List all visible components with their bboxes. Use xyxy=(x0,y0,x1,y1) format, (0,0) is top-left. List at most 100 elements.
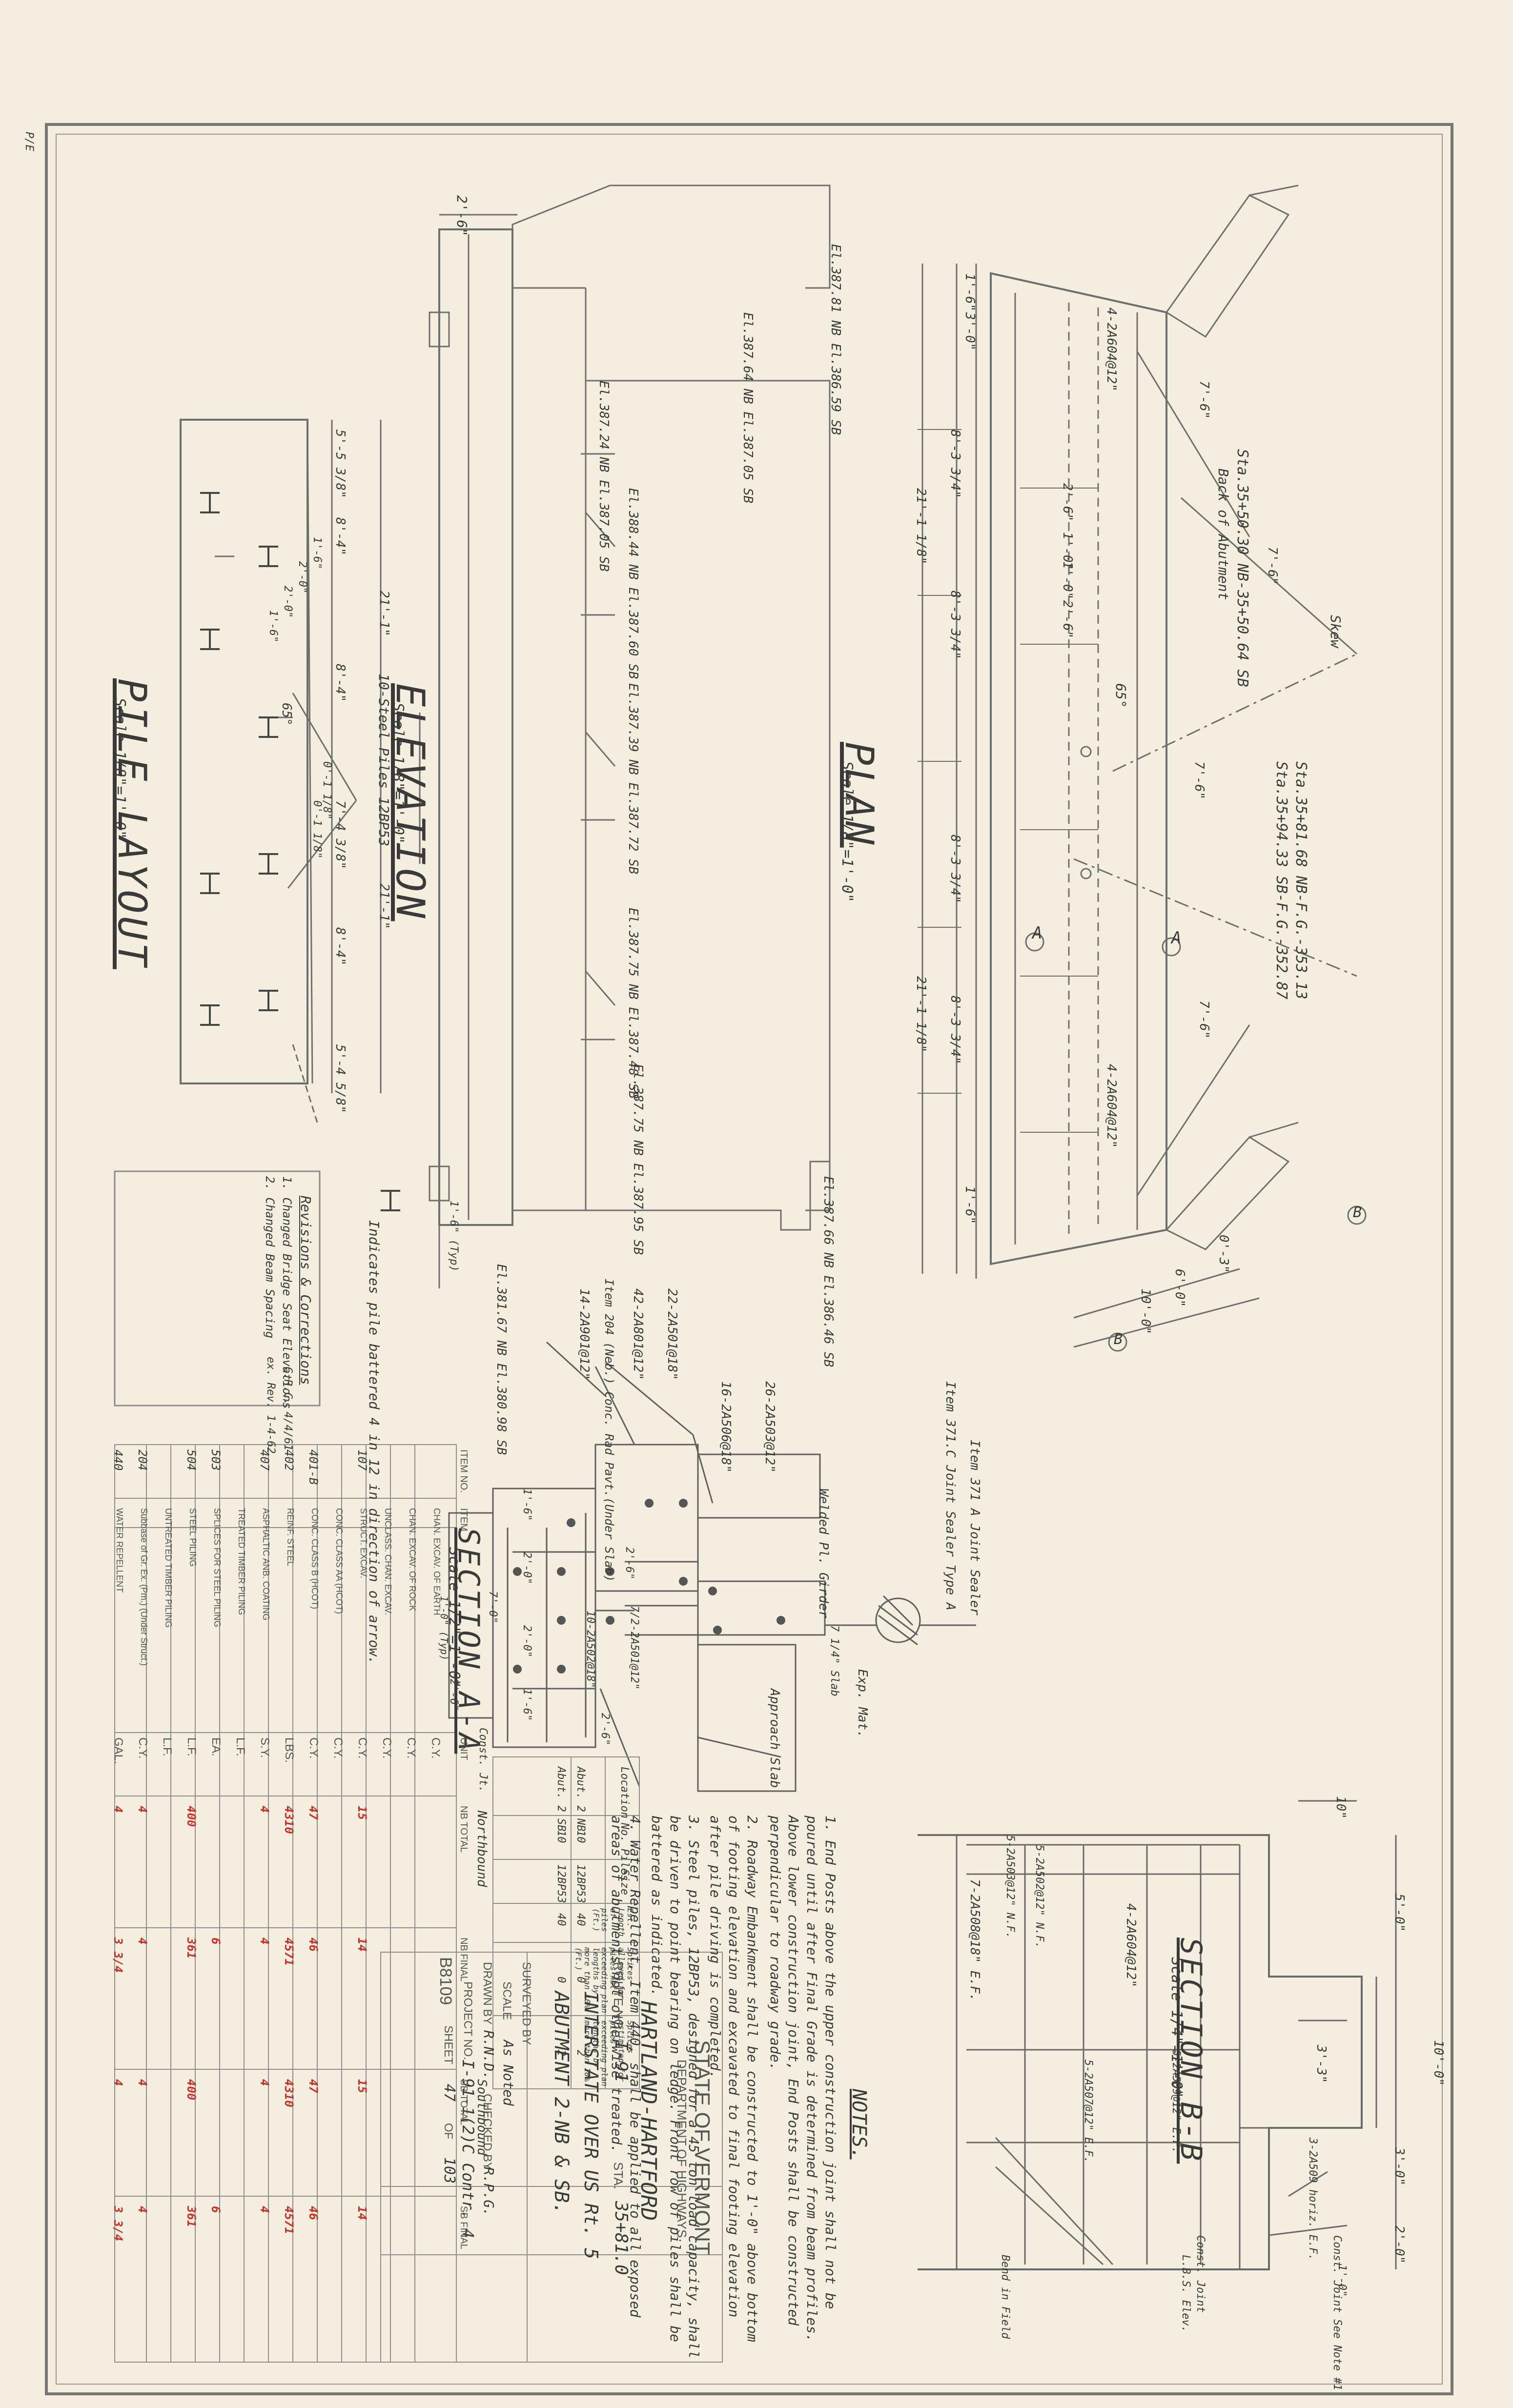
bb-dim: 1'-0" xyxy=(1336,2265,1348,2297)
qty-cell: 4 xyxy=(258,2206,271,2213)
qty-header: SB FINAL xyxy=(458,2206,469,2249)
tb-total-sheets: 103 xyxy=(441,2157,458,2184)
plan-bar-note: 4-2A604@12" xyxy=(1104,307,1119,392)
pile-dim: 7'-4 3/8" xyxy=(333,800,348,869)
qty-cell: 3 3/4 xyxy=(111,2206,125,2242)
bb-note: Bend in Field xyxy=(999,2255,1011,2339)
note-item: 2. Roadway Embankment shall be construct… xyxy=(707,1816,760,2342)
tb-state: STATE OF VERMONT xyxy=(690,2040,714,2255)
qty-group-header: Southbound xyxy=(474,2079,489,2156)
qty-cell: 503 xyxy=(209,1449,223,1471)
elevation-el: El.387.66 NB El.386.46 SB xyxy=(821,1176,836,1367)
aa-note: Item 371.C Joint Sealer Type A xyxy=(943,1381,958,1611)
elevation-el: El.381.67 NB El.380.98 SB xyxy=(494,1264,509,1455)
revisions-title: Revisions & Corrections xyxy=(298,1196,314,1385)
aa-note: 26-2A503@12" xyxy=(762,1381,777,1473)
qty-cell: C.Y. xyxy=(307,1737,320,1759)
plan-sta-back: Sta.35+50.30 NB-35+50.64 SB xyxy=(1234,449,1251,687)
tb-project-name: HARTLAND-HARTFORD xyxy=(636,2001,661,2221)
qty-cell: 504 xyxy=(184,1449,198,1471)
aa-dim: 1'-6" xyxy=(521,1689,533,1721)
plan-skew-angle: 65° xyxy=(1113,683,1129,708)
qty-header: ITEM xyxy=(458,1508,469,1531)
elevation-el: El.387.81 NB El.386.59 SB xyxy=(828,244,843,435)
qty-cell: 4 xyxy=(111,1806,125,1813)
aa-note: 7 1/4" Slab xyxy=(828,1625,840,1696)
qty-cell: S.Y. xyxy=(258,1737,271,1758)
qty-cell: C.Y. xyxy=(136,1737,149,1759)
qty-cell: CONC. CLASS B (HCOT) xyxy=(310,1508,320,1610)
plan-bar-note-2: 4-2A604@12" xyxy=(1104,1064,1119,1148)
tb-sta-label: STA. xyxy=(611,2162,626,2189)
bb-dim: 2'-0" xyxy=(1392,2225,1407,2264)
qty-cell: 6 xyxy=(209,1938,223,1945)
qty-cell: 47 xyxy=(307,2079,320,2093)
qty-cell: CHAN. EXCAV. OF ROCK xyxy=(408,1508,417,1612)
plan-dim: 21'-1 1/8" xyxy=(914,976,928,1053)
pile-symbols xyxy=(200,492,400,1211)
tb-surveyed-label: SURVEYED BY xyxy=(520,1962,533,2045)
aa-note: 16-2A506@18" xyxy=(718,1381,733,1473)
qty-cell: ASPHALTIC ANB. COATING xyxy=(261,1508,271,1621)
revision-item: 2. Changed Beam Spacing xyxy=(263,1176,277,1339)
plan-dim: 7'-6" xyxy=(1265,547,1280,585)
pile-dim: 1'-6" xyxy=(311,537,323,570)
qty-cell: STEEL PILING xyxy=(188,1508,198,1567)
bb-note: 3-2A509 horiz. E.F. xyxy=(1307,2138,1319,2261)
aa-note: Item 371 A Joint Sealer xyxy=(967,1440,982,1616)
tb-sheet: 47 xyxy=(441,2084,458,2102)
aa-dim: 2'-6" xyxy=(623,1547,635,1580)
qty-cell: C.Y. xyxy=(380,1737,393,1759)
pile-legend-note: Indicates pile battered 4 in 12 in direc… xyxy=(366,1220,382,1665)
pile-table-header: Location xyxy=(618,1767,631,1818)
plan-dim: 8'-3 3/4" xyxy=(948,429,962,498)
plan-skew-direction: Skew xyxy=(1328,615,1344,648)
tb-checked: R.P.G. xyxy=(481,2167,497,2217)
qty-cell: 4 xyxy=(258,2079,271,2086)
qty-cell: 4571 xyxy=(282,2206,296,2234)
elevation-el: El.387.64 NB El.387.05 SB xyxy=(740,312,755,504)
tb-drawn-label: DRAWN BY xyxy=(481,1962,494,2025)
section-bb-view xyxy=(918,1800,1397,2270)
qty-cell: EA. xyxy=(209,1737,223,1756)
section-mark-a: A xyxy=(1171,928,1182,948)
pile-table-cell: 10 xyxy=(555,1830,567,1843)
plan-dim: 8'-3 3/4" xyxy=(948,835,962,903)
bb-note: 5-2A507@12" E.F. xyxy=(1082,2060,1094,2163)
pile-dim: 0'-1 1/8" xyxy=(311,800,323,859)
qty-header: NB FINAL xyxy=(458,1938,469,1982)
qty-cell: 361 xyxy=(184,2206,198,2227)
aa-dim: 1'-6" xyxy=(521,1489,533,1521)
pile-dim: 8'-4" xyxy=(333,927,348,966)
elevation-el: El.387.39 NB El.387.72 SB xyxy=(626,683,640,875)
qty-header: ITEM NO. xyxy=(458,1449,469,1493)
aa-note: 14-2A901@12" xyxy=(577,1288,592,1380)
plan-back-abut: Back of Abutment xyxy=(1215,469,1231,600)
aa-note: 10-2A502@18" xyxy=(584,1611,596,1688)
elevation-top-dim: 2'-6" xyxy=(454,195,470,237)
aa-note: 7/2-2A501@12" xyxy=(628,1606,640,1690)
aa-note: Welded Pl. Girder xyxy=(816,1489,831,1619)
aa-note: Exp. Mat. xyxy=(855,1669,870,1738)
qty-cell: 4571 xyxy=(282,1938,296,1966)
qty-cell: UNCLASS. CHAN. EXCAV. xyxy=(383,1508,393,1615)
pile-dim: 1'-6" xyxy=(267,610,279,643)
tb-route: I-91 xyxy=(611,2040,631,2082)
plan-sta-forward: Sta.35+81.68 NB-F.G.-353.13 xyxy=(1292,761,1309,1000)
qty-cell: L.F. xyxy=(234,1737,247,1756)
section-mark-b: B xyxy=(1353,1204,1362,1221)
qty-cell: 4 xyxy=(136,2206,149,2213)
qty-cell: 4 xyxy=(258,1806,271,1813)
bb-note: 5-2A503@12" N.F. xyxy=(1004,1835,1016,1939)
qty-cell: L.F. xyxy=(185,1737,198,1756)
aa-dim: 2'-6" xyxy=(599,1713,611,1746)
section-mark-b: B xyxy=(1114,1331,1123,1348)
qty-cell: SPLICES FOR STEEL PILING xyxy=(212,1508,222,1628)
qty-cell: 361 xyxy=(184,1938,198,1959)
plan-dim: 7'-6" xyxy=(1197,381,1211,419)
plan-dim: 7'-6" xyxy=(1192,761,1206,800)
aa-note: 42-2A801@12" xyxy=(631,1288,645,1380)
qty-cell: CONC. CLASS AA (HCOT) xyxy=(334,1508,344,1614)
pile-table-cell: Abut. 2 SB xyxy=(555,1767,567,1832)
plan-dim: 10'-0" xyxy=(1138,1288,1153,1334)
